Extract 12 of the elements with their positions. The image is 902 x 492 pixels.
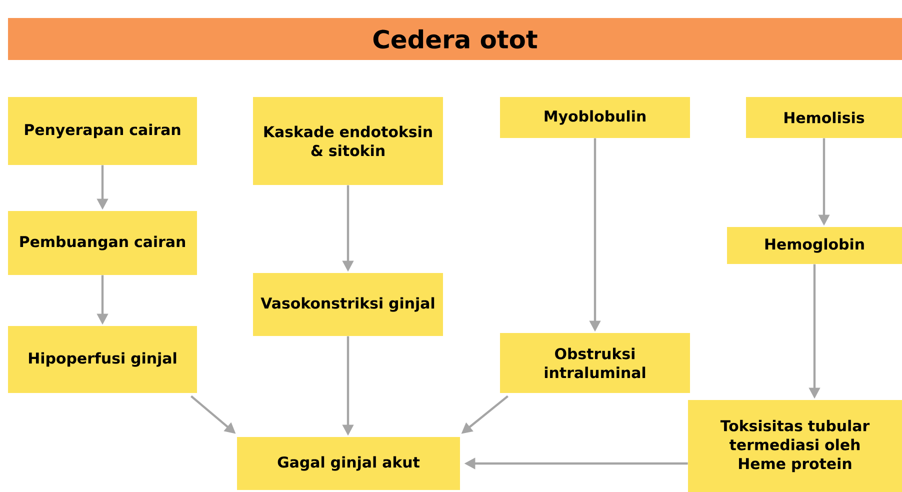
process-box: Hipoperfusi ginjal	[8, 326, 197, 393]
process-box: Vasokonstriksi ginjal	[253, 273, 443, 336]
title-band: Cedera otot	[8, 18, 902, 60]
process-box: Pembuangan cairan	[8, 211, 197, 275]
process-box: Hemolisis	[746, 97, 902, 138]
process-box: Obstruksi intraluminal	[500, 333, 690, 393]
process-box: Myoblobulin	[500, 97, 690, 138]
process-box: Kaskade endotoksin & sitokin	[253, 97, 443, 185]
process-box: Toksisitas tubular termediasi oleh Heme protein	[688, 400, 902, 492]
process-box: Penyerapan cairan	[8, 97, 197, 165]
process-box: Hemoglobin	[727, 227, 902, 264]
process-box: Gagal ginjal akut	[237, 437, 460, 490]
